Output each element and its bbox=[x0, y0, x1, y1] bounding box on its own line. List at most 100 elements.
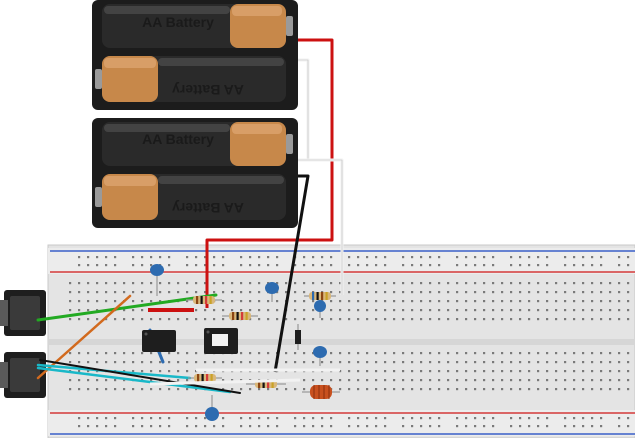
breadboard-hole bbox=[222, 388, 225, 391]
breadboard-hole bbox=[168, 425, 171, 428]
breadboard-hole bbox=[78, 318, 81, 321]
breadboard-hole bbox=[186, 256, 189, 259]
battery-label: AA Battery bbox=[172, 200, 244, 216]
breadboard-hole bbox=[78, 361, 81, 364]
breadboard-hole bbox=[438, 388, 441, 391]
breadboard-hole bbox=[186, 370, 189, 373]
breadboard-hole bbox=[96, 291, 99, 294]
breadboard-hole bbox=[618, 361, 621, 364]
breadboard-hole bbox=[483, 318, 486, 321]
breadboard-hole bbox=[384, 417, 387, 420]
breadboard-hole bbox=[312, 256, 315, 259]
breadboard-hole bbox=[357, 291, 360, 294]
breadboard-hole bbox=[177, 388, 180, 391]
breadboard-hole bbox=[123, 352, 126, 355]
breadboard-hole bbox=[105, 291, 108, 294]
breadboard-hole bbox=[186, 300, 189, 303]
breadboard-hole bbox=[195, 318, 198, 321]
resistor bbox=[186, 296, 222, 304]
breadboard-hole bbox=[375, 256, 378, 259]
breadboard-hole bbox=[177, 379, 180, 382]
breadboard-hole bbox=[393, 370, 396, 373]
breadboard-hole bbox=[222, 282, 225, 285]
breadboard-hole bbox=[312, 417, 315, 420]
breadboard-hole bbox=[78, 417, 81, 420]
breadboard-hole bbox=[564, 388, 567, 391]
ceramic-capacitor bbox=[313, 346, 327, 366]
breadboard-hole bbox=[501, 309, 504, 312]
breadboard-hole bbox=[96, 425, 99, 428]
breadboard-hole bbox=[393, 361, 396, 364]
breadboard-hole bbox=[132, 318, 135, 321]
breadboard-hole bbox=[123, 318, 126, 321]
breadboard-hole bbox=[231, 361, 234, 364]
breadboard-hole bbox=[582, 352, 585, 355]
breadboard-hole bbox=[492, 256, 495, 259]
breadboard-hole bbox=[294, 318, 297, 321]
breadboard-hole bbox=[78, 291, 81, 294]
breadboard-hole bbox=[474, 417, 477, 420]
breadboard-hole bbox=[267, 352, 270, 355]
breadboard-hole bbox=[438, 291, 441, 294]
breadboard-hole bbox=[249, 264, 252, 267]
breadboard-hole bbox=[537, 417, 540, 420]
breadboard-hole bbox=[168, 318, 171, 321]
white-jumper bbox=[149, 378, 301, 386]
breadboard-hole bbox=[537, 300, 540, 303]
breadboard-hole bbox=[627, 282, 630, 285]
breadboard-hole bbox=[384, 352, 387, 355]
breadboard-hole bbox=[420, 282, 423, 285]
breadboard-hole bbox=[303, 417, 306, 420]
breadboard-hole bbox=[501, 379, 504, 382]
white-wire-pack-link-2-edge bbox=[298, 159, 343, 295]
breadboard-hole bbox=[555, 388, 558, 391]
breadboard-hole bbox=[591, 291, 594, 294]
breadboard-hole bbox=[411, 264, 414, 267]
breadboard-hole bbox=[600, 282, 603, 285]
breadboard-hole bbox=[249, 352, 252, 355]
green-wire bbox=[36, 293, 218, 322]
breadboard-hole bbox=[141, 309, 144, 312]
breadboard-hole bbox=[159, 256, 162, 259]
breadboard-hole bbox=[456, 361, 459, 364]
breadboard-hole bbox=[582, 300, 585, 303]
breadboard-hole bbox=[465, 425, 468, 428]
cyan-wire-1 bbox=[36, 366, 232, 394]
breadboard-hole bbox=[564, 264, 567, 267]
breadboard-hole bbox=[438, 318, 441, 321]
breadboard-hole bbox=[582, 256, 585, 259]
breadboard-hole bbox=[393, 282, 396, 285]
breadboard-hole bbox=[582, 388, 585, 391]
breadboard-hole bbox=[348, 370, 351, 373]
breadboard-hole bbox=[294, 300, 297, 303]
breadboard-hole bbox=[411, 425, 414, 428]
breadboard-hole bbox=[438, 264, 441, 267]
breadboard-hole bbox=[609, 388, 612, 391]
breadboard-hole bbox=[132, 300, 135, 303]
breadboard-hole bbox=[105, 417, 108, 420]
breadboard-hole bbox=[96, 282, 99, 285]
breadboard-hole bbox=[519, 300, 522, 303]
breadboard-hole bbox=[186, 264, 189, 267]
breadboard-hole bbox=[87, 282, 90, 285]
battery-pack-2: AA Battery AA Battery bbox=[92, 118, 298, 228]
breadboard-hole bbox=[546, 352, 549, 355]
breadboard-hole bbox=[222, 300, 225, 303]
breadboard-hole bbox=[375, 352, 378, 355]
breadboard-hole bbox=[213, 282, 216, 285]
battery-cell-3: AA Battery bbox=[102, 122, 293, 166]
breadboard-hole bbox=[609, 300, 612, 303]
breadboard-hole bbox=[141, 282, 144, 285]
black-jumper bbox=[39, 359, 241, 394]
breadboard-hole bbox=[114, 425, 117, 428]
breadboard-hole bbox=[573, 300, 576, 303]
breadboard-hole bbox=[492, 309, 495, 312]
breadboard-hole bbox=[258, 352, 261, 355]
breadboard-hole bbox=[141, 291, 144, 294]
breadboard-hole bbox=[591, 352, 594, 355]
breadboard-hole bbox=[429, 300, 432, 303]
breadboard-hole bbox=[159, 417, 162, 420]
breadboard-hole bbox=[519, 352, 522, 355]
breadboard-hole bbox=[267, 388, 270, 391]
breadboard-hole bbox=[303, 282, 306, 285]
